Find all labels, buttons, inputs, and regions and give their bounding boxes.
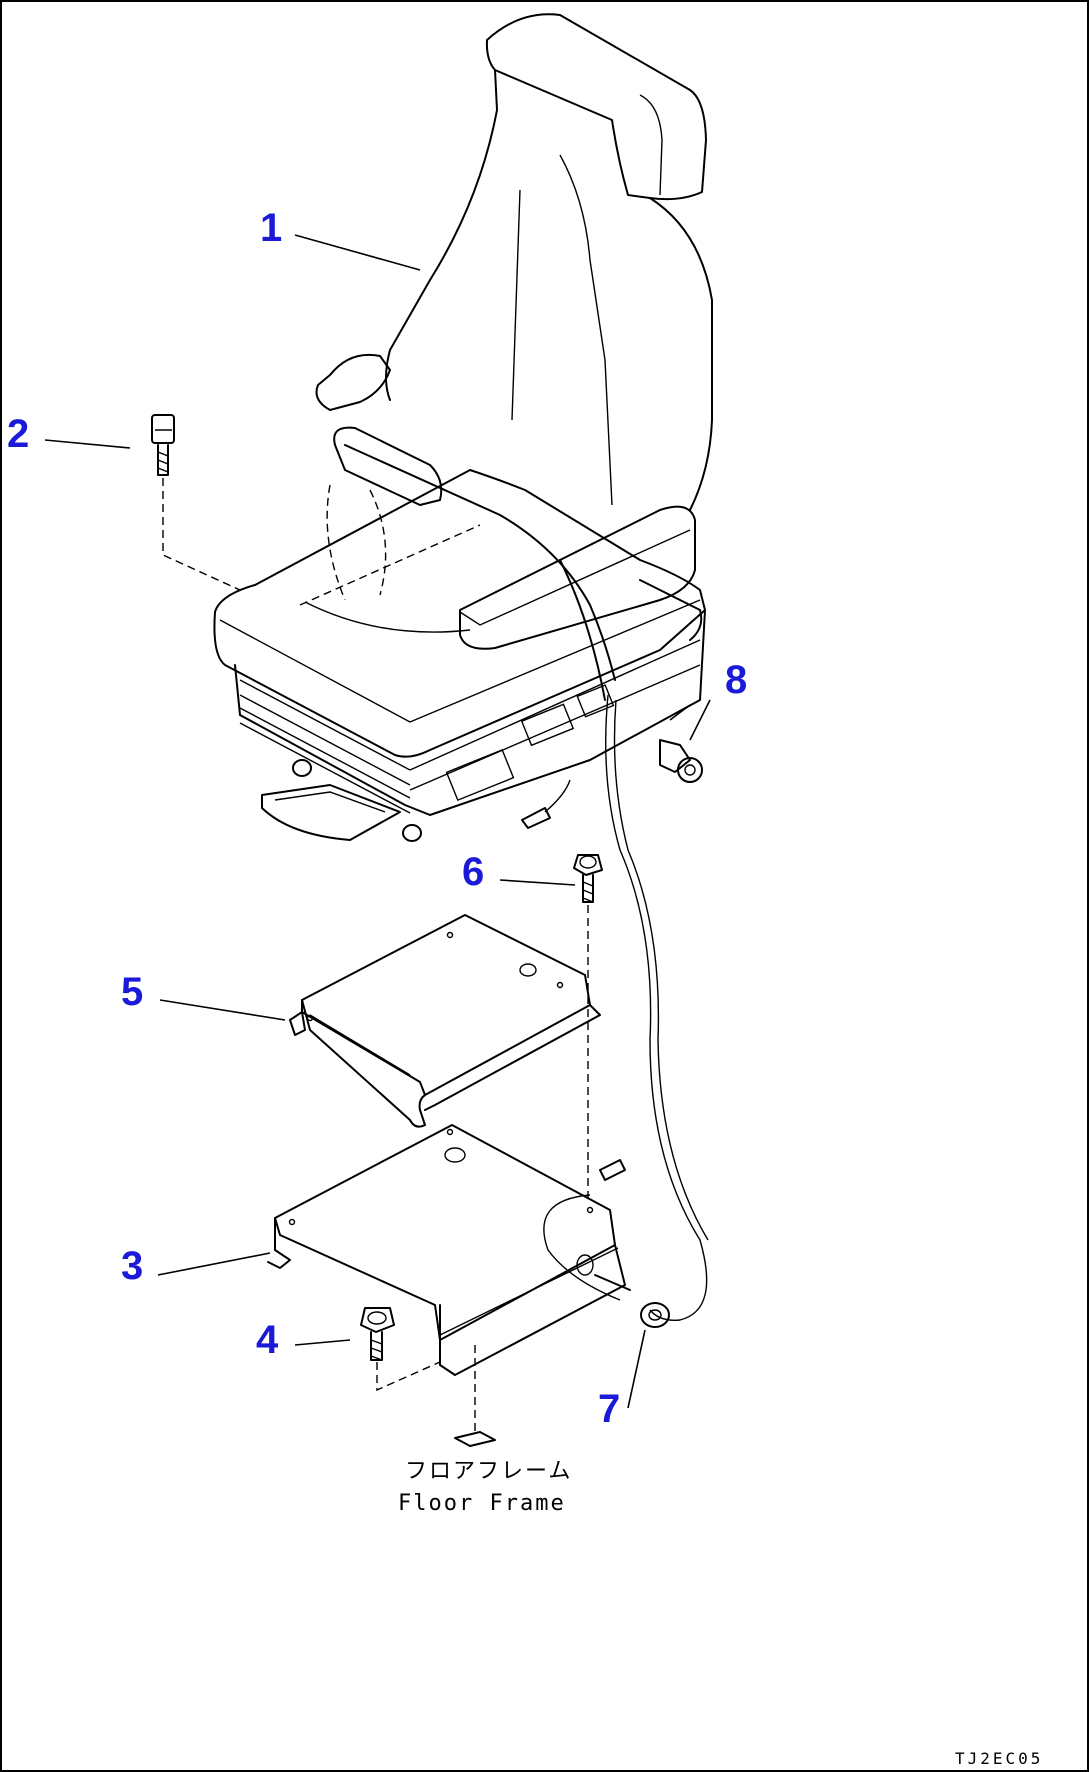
bracket-part-5 xyxy=(289,914,601,1128)
bolt-part-4 xyxy=(360,1307,441,1392)
bracket-part-3 xyxy=(267,1124,631,1376)
callout-1: 1 xyxy=(260,206,282,250)
callout-6: 6 xyxy=(462,850,484,894)
floor-frame-reference xyxy=(454,1345,496,1447)
floor-frame-caption-jp: フロアフレーム xyxy=(405,1459,572,1484)
cable-part-7 xyxy=(543,694,709,1328)
bolt-part-6 xyxy=(573,854,603,1200)
callout-8: 8 xyxy=(725,658,747,702)
drawing-code: TJ2EC05 xyxy=(955,1749,1043,1768)
callout-5: 5 xyxy=(121,970,143,1014)
leader-lines xyxy=(44,234,711,1409)
floor-frame-caption-en: Floor Frame xyxy=(398,1491,566,1516)
seat-part-1 xyxy=(213,13,713,842)
callout-2: 2 xyxy=(7,412,29,456)
callout-labels: 1 2 3 4 5 6 7 8 xyxy=(7,206,747,1431)
knob-part-8 xyxy=(659,704,703,783)
bolt-part-2 xyxy=(151,414,241,591)
callout-7: 7 xyxy=(598,1387,620,1431)
callout-3: 3 xyxy=(121,1244,143,1288)
callout-4: 4 xyxy=(256,1318,279,1362)
